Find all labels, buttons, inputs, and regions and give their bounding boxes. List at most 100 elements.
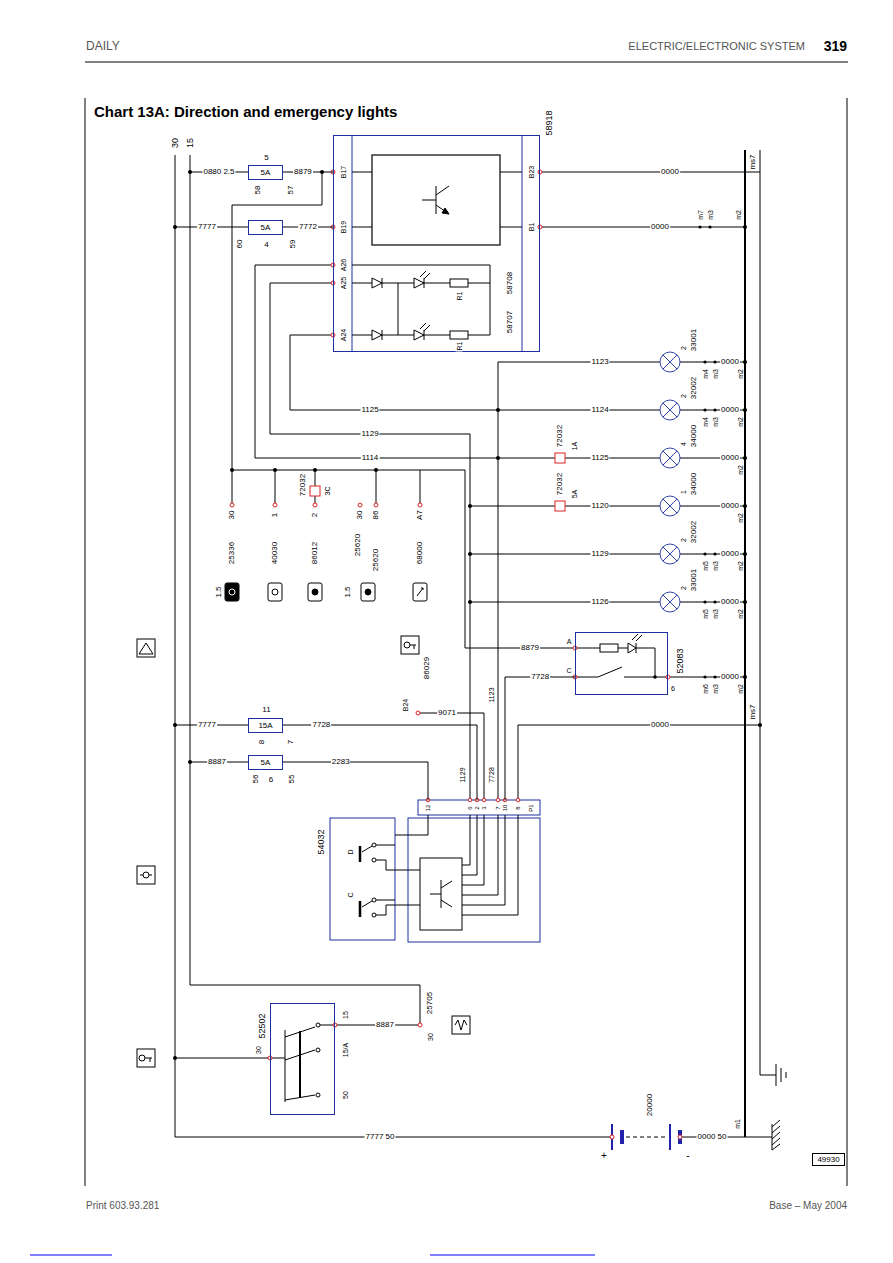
pin-or-part-label: 50	[342, 1090, 349, 1100]
pin-or-part-label: 58707	[506, 310, 514, 334]
pin-or-part-label: 34000	[690, 472, 698, 496]
pin-or-part-label: 86029	[423, 656, 431, 680]
pin-or-part-label: m2	[737, 683, 744, 695]
page-header-footer: Print 603.93.281	[85, 1201, 160, 1211]
pin-or-part-label: C	[347, 891, 354, 898]
wire-or-text-label: 0000	[720, 502, 740, 510]
pin-or-part-label: 25336	[228, 541, 236, 565]
pin-or-part-label: 20000	[646, 1093, 654, 1117]
pin-or-part-label: 12	[425, 804, 431, 813]
node-heading: 52502	[258, 1012, 267, 1039]
wire-or-text-label: 1129	[360, 430, 379, 438]
pin-or-part-label: 5A	[571, 489, 578, 500]
steering-switch-unit: 54032	[330, 800, 540, 942]
pin-or-part-label: 7728	[488, 766, 495, 784]
node-heading: 5	[263, 154, 269, 162]
pin-or-part-label: A7	[416, 509, 424, 521]
pin-or-part-label: 72032	[556, 472, 564, 496]
page-header-footer: DAILY	[85, 40, 121, 52]
pin-or-part-label: m7	[697, 209, 704, 221]
page-header-footer: Base – May 2004	[768, 1201, 848, 1211]
pin-or-part-label: 3C	[324, 486, 331, 497]
pin-or-part-label: 72032	[299, 473, 307, 497]
node-heading: 11	[261, 706, 271, 714]
pin-or-part-label: 30	[171, 137, 180, 149]
pin-or-part-label: 32002	[690, 376, 698, 400]
pin-or-part-label: m5	[702, 560, 709, 572]
wire-connector	[283, 762, 429, 801]
wire-number: 7772	[298, 223, 318, 231]
wire-connector	[283, 725, 478, 801]
pin-or-part-label: A24	[340, 328, 347, 342]
wire-or-text-label: 0000	[720, 358, 740, 366]
pin-or-part-label: B19	[340, 220, 347, 234]
pin-or-part-label: A26	[340, 258, 347, 272]
ignition-switch-box: 52502	[270, 1003, 335, 1115]
pin-or-part-label: 4	[680, 441, 687, 447]
pin-or-part-label: 2	[311, 512, 319, 518]
pin-or-part-label: m1	[734, 1118, 741, 1130]
pin-or-part-label: 7	[287, 739, 295, 745]
pin-or-part-label: 30	[427, 1032, 434, 1042]
pin-or-part-label: m2	[737, 416, 744, 428]
wire-or-text-label: 0000	[660, 168, 680, 176]
node-label: 15A	[257, 722, 273, 730]
pin-or-part-label: 32002	[690, 520, 698, 544]
pin-or-part-label: R1	[456, 291, 463, 302]
pin-or-part-label: 86	[372, 510, 380, 521]
pin-or-part-label: 2	[680, 393, 687, 399]
wire-or-text-label: 7777 50	[365, 1133, 396, 1141]
pin-or-part-label: m4	[702, 416, 709, 428]
wire-or-text-label: 0000	[720, 550, 740, 558]
pin-or-part-label: 68000	[416, 541, 424, 565]
pin-or-part-label: m3	[712, 368, 719, 380]
pin-or-part-label: 1123	[488, 686, 495, 703]
pin-or-part-label: 57	[287, 185, 295, 196]
pin-or-part-label: m5	[702, 608, 709, 620]
pin-or-part-label: 59	[289, 239, 297, 250]
wire-or-text-label: C	[565, 667, 572, 674]
node-label: 49930	[816, 1156, 840, 1164]
wire-or-text-label: 1126	[590, 598, 609, 606]
pin-or-part-label: 10	[502, 804, 508, 813]
wire-number: 7728	[530, 673, 550, 681]
pin-or-part-label: 25620	[372, 548, 380, 572]
wire-or-text-label: 1129	[590, 550, 609, 558]
pin-or-part-label: m2	[737, 512, 744, 524]
wire-or-text-label: 1114	[361, 454, 380, 462]
wire-or-text-label: 1120	[590, 502, 609, 510]
hazard-switch-box: 52083	[575, 632, 668, 695]
pin-or-part-label: 8	[258, 739, 266, 745]
pin-or-part-label: m2	[737, 560, 744, 572]
pin-or-part-label: m4	[702, 368, 709, 380]
pin-or-part-label: m3	[712, 416, 719, 428]
pin-or-part-label: 1	[271, 512, 279, 518]
pin-or-part-label: 6	[467, 805, 473, 810]
pin-or-part-label: 58708	[506, 271, 514, 295]
wire-number: 7728	[311, 721, 331, 729]
pin-or-part-label: A25	[340, 276, 347, 290]
wire-or-text-label: 0000 50	[697, 1133, 728, 1141]
wire-or-text-label: 1124	[590, 406, 609, 414]
pin-or-part-label: B1	[528, 222, 535, 233]
chart-title: Chart 13A: Direction and emergency light…	[93, 104, 398, 119]
pin-or-part-label: 1129	[459, 766, 466, 783]
wire-or-text-label: 0000	[720, 406, 740, 414]
wire-or-text-label: 9071	[437, 709, 457, 717]
pin-or-part-label: ms7	[749, 703, 757, 720]
page-header-footer: ELECTRIC/ELECTRONIC SYSTEM	[627, 41, 806, 52]
fuse-box: 5A6	[248, 755, 283, 770]
pin-or-part-label: 2	[680, 345, 687, 351]
fuse-box: 5A4	[248, 220, 283, 235]
wire-or-text-label: 8879	[520, 644, 540, 652]
pin-or-part-label: 25620	[354, 533, 362, 557]
pin-or-part-label: 2	[680, 585, 687, 591]
pin-or-part-label: 7	[495, 805, 501, 810]
wire-or-text-label: +	[600, 1151, 608, 1161]
pin-or-part-label: m3	[712, 560, 719, 572]
page-header-footer: 319	[823, 39, 848, 53]
pin-or-part-label: 15	[186, 137, 195, 149]
pin-or-part-label: 72032	[556, 424, 564, 448]
